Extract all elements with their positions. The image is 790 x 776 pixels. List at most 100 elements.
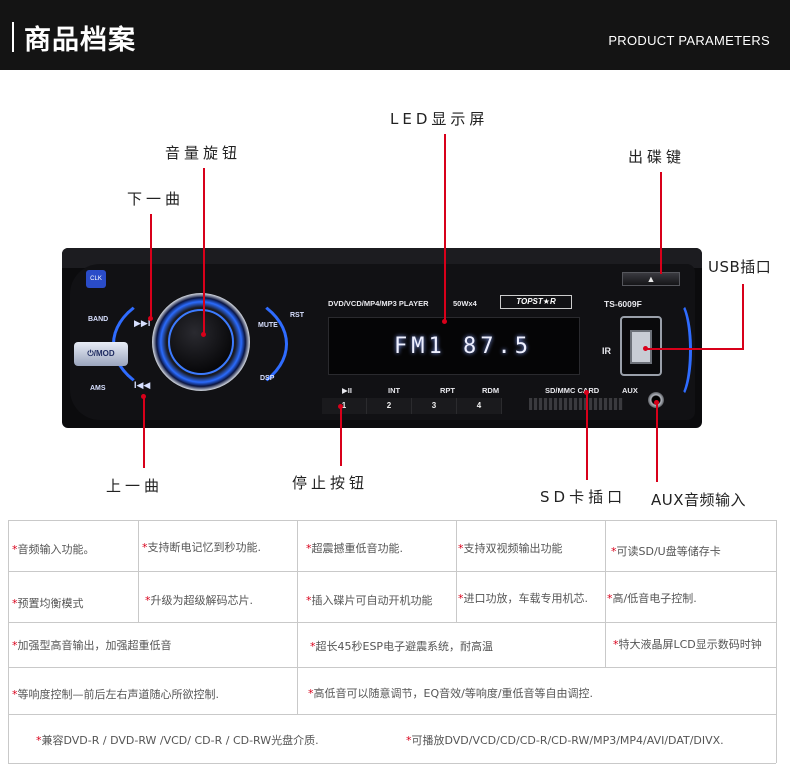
- table-border: [138, 571, 139, 622]
- table-cell: 兼容DVD-R / DVD-RW /VCD/ CD-R / CD-RW光盘介质.: [41, 734, 319, 747]
- sd-card-slot: [529, 398, 623, 410]
- table-border: [8, 763, 776, 764]
- table-cell: 进口功放，车载专用机芯.: [463, 592, 589, 605]
- table-cell: 支持断电记忆到秒功能.: [147, 541, 262, 554]
- table-cell: 超长45秒ESP电子避震系统，耐高温: [315, 640, 494, 653]
- leader-dot-sd: [584, 390, 589, 395]
- page-header: 商品档案 PRODUCT PARAMETERS: [0, 0, 790, 70]
- header-divider: [12, 22, 14, 52]
- table-cell: 支持双视频输出功能: [463, 542, 563, 555]
- usb-port: [630, 330, 652, 364]
- btn-label-1: ▶II: [342, 386, 352, 395]
- radio-chassis-top: [62, 248, 702, 268]
- table-row: *支持断电记忆到秒功能.: [142, 541, 262, 554]
- preset-buttons: 1 2 3 4: [322, 398, 502, 414]
- table-row: *加强型高音输出，加强超重低音: [12, 639, 172, 652]
- callout-sd-slot: SD卡插口: [540, 488, 627, 506]
- leader-volume-knob: [203, 168, 205, 336]
- table-border: [8, 622, 776, 623]
- leader-dot-usb: [643, 346, 648, 351]
- table-border: [138, 520, 139, 571]
- ams-button: AMS: [90, 385, 106, 392]
- leader-dot-next: [148, 316, 153, 321]
- clk-button: CLK: [86, 270, 106, 288]
- table-border: [605, 520, 606, 571]
- callout-volume-knob: 音量旋钮: [165, 144, 242, 162]
- leader-led-screen: [444, 134, 446, 320]
- table-row: *可播放DVD/VCD/CD/CD-R/CD-RW/MP3/MP4/AVI/DA…: [406, 734, 724, 747]
- callout-next-track: 下一曲: [127, 190, 185, 208]
- leader-sd-slot: [586, 392, 588, 480]
- table-row: *预置均衡模式: [12, 597, 84, 610]
- table-cell: 音频输入功能。: [17, 543, 95, 556]
- table-row: *兼容DVD-R / DVD-RW /VCD/ CD-R / CD-RW光盘介质…: [36, 734, 319, 747]
- table-border: [605, 622, 606, 667]
- table-cell: 高低音可以随意调节，EQ音效/等响度/重低音等自由调控.: [313, 687, 594, 700]
- next-track-icon: ▶▶I: [134, 318, 151, 328]
- rst-button: RST: [290, 312, 304, 319]
- table-row: *特大液晶屏LCD显示数码时钟: [613, 638, 762, 651]
- volume-knob-center: [168, 309, 234, 375]
- table-border: [8, 667, 776, 668]
- brand-logo: TOPST★R: [500, 295, 572, 309]
- table-cell: 升级为超级解码芯片.: [150, 594, 254, 607]
- dsp-button: DSP: [260, 375, 275, 382]
- leader-usb-horizontal: [645, 348, 744, 350]
- table-border: [297, 622, 298, 667]
- table-cell: 插入碟片可自动开机功能: [311, 594, 433, 607]
- leader-dot-stop: [338, 404, 343, 409]
- table-row: *音频输入功能。: [12, 543, 95, 556]
- table-cell: 加强型高音输出，加强超重低音: [17, 639, 172, 652]
- table-row: *升级为超级解码芯片.: [145, 594, 254, 607]
- power-text: 50Wx4: [453, 299, 477, 308]
- page-subtitle: PRODUCT PARAMETERS: [608, 33, 770, 48]
- leader-next-track: [150, 214, 152, 318]
- table-border: [8, 520, 776, 521]
- table-border: [605, 571, 606, 622]
- leader-usb-vertical: [742, 284, 744, 350]
- table-cell: 超震撼重低音功能.: [311, 542, 404, 555]
- ir-sensor-label: IR: [602, 346, 611, 356]
- callout-eject-key: 出碟键: [628, 148, 686, 166]
- preset-2: 2: [367, 398, 412, 414]
- leader-prev-track: [143, 396, 145, 468]
- leader-dot-volume: [201, 332, 206, 337]
- table-border: [297, 667, 298, 714]
- sd-card-label: SD/MMC CARD: [545, 386, 600, 395]
- usb-cover: [620, 316, 662, 376]
- table-border: [776, 520, 777, 763]
- table-border: [297, 520, 298, 571]
- callout-aux-input: AUX音频输入: [651, 491, 747, 509]
- callout-prev-track: 上一曲: [106, 477, 164, 495]
- table-cell: 等响度控制—前后左右声道随心所欲控制.: [17, 688, 220, 701]
- model-number: TS-6009F: [604, 299, 642, 309]
- prev-track-icon: I◀◀: [134, 380, 151, 390]
- model-line-text: DVD/VCD/MP4/MP3 PLAYER: [328, 299, 429, 308]
- table-row: *支持双视频输出功能: [458, 542, 563, 555]
- band-button: BAND: [88, 316, 109, 323]
- preset-1: 1: [322, 398, 367, 414]
- table-row: *进口功放，车载专用机芯.: [458, 592, 589, 605]
- btn-label-4: RDM: [482, 386, 500, 395]
- lcd-readout: FM1 87.5: [394, 334, 532, 359]
- leader-dot-led: [442, 319, 447, 324]
- table-border: [297, 571, 298, 622]
- eject-button: ▲: [622, 272, 680, 286]
- leader-dot-prev: [141, 394, 146, 399]
- table-border: [8, 520, 9, 763]
- table-border: [8, 714, 776, 715]
- leader-stop-button: [340, 406, 342, 466]
- table-row: *高低音可以随意调节，EQ音效/等响度/重低音等自由调控.: [308, 687, 594, 700]
- callout-usb-port: USB插口: [708, 258, 772, 276]
- leader-aux-input: [656, 404, 658, 482]
- callout-stop-button: 停止按钮: [292, 474, 369, 492]
- aux-label: AUX: [622, 386, 638, 395]
- callout-led-screen: LED显示屏: [390, 110, 489, 128]
- table-row: *可读SD/U盘等储存卡: [611, 545, 721, 558]
- table-row: *高/低音电子控制.: [607, 592, 697, 605]
- preset-3: 3: [412, 398, 457, 414]
- leader-dot-aux: [654, 400, 659, 405]
- btn-label-3: RPT: [440, 386, 455, 395]
- leader-eject-key: [660, 172, 662, 274]
- btn-label-2: INT: [388, 386, 401, 395]
